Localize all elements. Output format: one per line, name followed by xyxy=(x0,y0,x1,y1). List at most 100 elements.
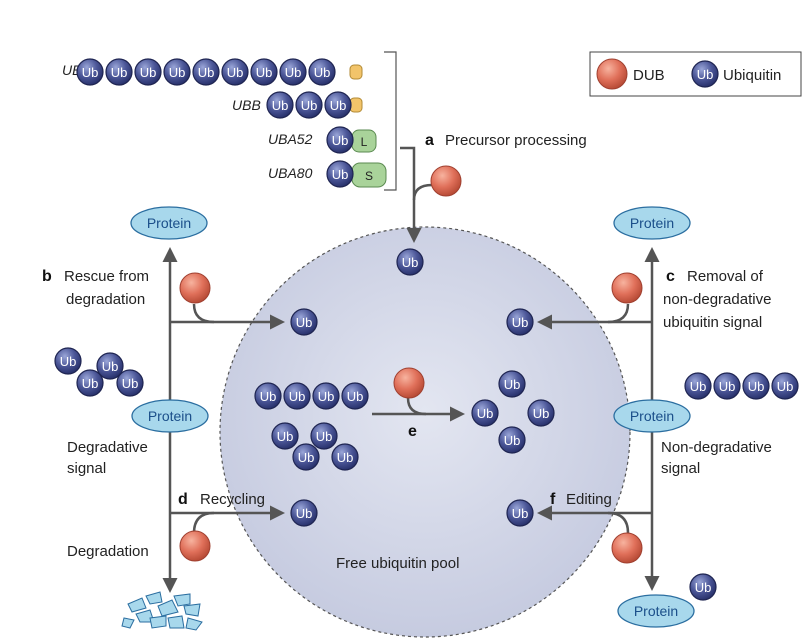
pool-free-ub: Ub xyxy=(498,426,526,454)
degradative-ub: Ub xyxy=(96,352,124,380)
ub-label: Ub xyxy=(198,65,215,80)
ub-label: Ub xyxy=(314,65,331,80)
ubc-ub: Ub xyxy=(134,58,162,86)
degradative-ub: Ub xyxy=(116,369,144,397)
ub-label: Ub xyxy=(347,389,364,404)
protein-label: Protein xyxy=(148,408,192,424)
dub-hook-c xyxy=(607,303,630,324)
step-d-text: Recycling xyxy=(200,491,265,508)
protein-mid-right: Protein xyxy=(613,399,691,433)
step-c-line1: Removal of xyxy=(687,268,764,285)
ubc-ub: Ub xyxy=(250,58,278,86)
protein-mid-left: Protein xyxy=(131,399,209,433)
ub-label: Ub xyxy=(296,506,313,521)
ubb-ub: Ub xyxy=(324,91,352,119)
legend-ubiquitin-label: Ubiquitin xyxy=(723,67,781,84)
ub-label: Ub xyxy=(260,389,277,404)
protein-label: Protein xyxy=(147,215,191,231)
gene-uba80: UBA80 xyxy=(268,165,313,181)
ub-label: Ub xyxy=(332,167,349,182)
ub-label: Ub xyxy=(298,450,315,465)
degradative-signal-line2: signal xyxy=(67,460,106,477)
pool-chain-ub: Ub xyxy=(341,382,369,410)
step-c-line3: ubiquitin signal xyxy=(663,314,762,331)
ub-label: Ub xyxy=(169,65,186,80)
pool-label: Free ubiquitin pool xyxy=(336,555,459,572)
step-c-line2: non-degradative xyxy=(663,291,771,308)
gene-uba52: UBA52 xyxy=(268,131,313,147)
dub-hook-e xyxy=(406,397,427,416)
protein-top-left: Protein xyxy=(130,206,208,240)
precursor-bracket xyxy=(384,51,397,191)
step-b-line2: degradation xyxy=(66,291,145,308)
edited-ub: Ub xyxy=(689,573,717,601)
step-f-text: Editing xyxy=(566,491,612,508)
uba80-ub: Ub xyxy=(326,160,354,188)
ubb-ub: Ub xyxy=(266,91,294,119)
gene-ubb: UBB xyxy=(232,97,261,113)
ub-label: Ub xyxy=(337,450,354,465)
pool-branch-ub: Ub xyxy=(310,422,338,450)
degradation-label: Degradation xyxy=(67,543,149,560)
ubc-ub: Ub xyxy=(192,58,220,86)
nondeg-ub: Ub xyxy=(684,372,712,400)
ub-label: Ub xyxy=(301,98,318,113)
degraded-protein-fragments xyxy=(121,591,203,631)
pool-branch-ub: Ub xyxy=(271,422,299,450)
degradative-signal-line1: Degradative xyxy=(67,439,148,456)
uba80-tag-label: S xyxy=(365,169,373,183)
released-ub-f: Ub xyxy=(506,499,534,527)
step-b-letter: b xyxy=(42,268,52,285)
pool-chain-ub: Ub xyxy=(312,382,340,410)
degradative-ub: Ub xyxy=(76,369,104,397)
dub-e-icon xyxy=(393,367,425,399)
degradative-ub: Ub xyxy=(54,347,82,375)
ub-label: Ub xyxy=(690,379,707,394)
dub-hook-b xyxy=(192,303,215,324)
ub-label: Ub xyxy=(316,429,333,444)
nondeg-signal-line2: signal xyxy=(661,460,700,477)
dub-d-icon xyxy=(179,530,211,562)
protein-bottom-right: Protein xyxy=(617,594,695,628)
ub-label: Ub xyxy=(82,376,99,391)
ub-label: Ub xyxy=(504,377,521,392)
step-a-letter: a xyxy=(425,132,434,149)
ub-label: Ub xyxy=(332,133,349,148)
arrow-a xyxy=(400,146,422,243)
legend-dub-label: DUB xyxy=(633,67,665,84)
ub-label: Ub xyxy=(695,580,712,595)
step-b-line1: Rescue from xyxy=(64,268,149,285)
pool-free-ub: Ub xyxy=(527,399,555,427)
ub-label: Ub xyxy=(256,65,273,80)
protein-label: Protein xyxy=(634,603,678,619)
dub-hook-d xyxy=(192,511,215,534)
legend-dub-icon xyxy=(596,58,628,90)
step-e-letter: e xyxy=(408,423,417,440)
ubb-ub: Ub xyxy=(295,91,323,119)
ubc-ub: Ub xyxy=(221,58,249,86)
dub-hook-f xyxy=(607,511,630,534)
step-a-text: Precursor processing xyxy=(445,132,587,149)
ub-label: Ub xyxy=(122,376,139,391)
ub-label: Ub xyxy=(512,315,529,330)
ubc-ub: Ub xyxy=(308,58,336,86)
ub-label: Ub xyxy=(60,354,77,369)
ub-label: Ub xyxy=(296,315,313,330)
ub-label: Ub xyxy=(533,406,550,421)
nondeg-signal-line1: Non-degradative xyxy=(661,439,772,456)
ub-label: Ub xyxy=(777,379,794,394)
ubc-tail xyxy=(349,64,363,80)
released-ub-b: Ub xyxy=(290,308,318,336)
dub-f-icon xyxy=(611,532,643,564)
ub-label: Ub xyxy=(512,506,529,521)
ubc-ub: Ub xyxy=(279,58,307,86)
ub-label: Ub xyxy=(82,65,99,80)
step-f-letter: f xyxy=(550,491,556,508)
ub-label: Ub xyxy=(227,65,244,80)
ubc-ub: Ub xyxy=(163,58,191,86)
ub-label: Ub xyxy=(140,65,157,80)
pool-free-ub: Ub xyxy=(471,399,499,427)
dub-a-icon xyxy=(430,165,462,197)
